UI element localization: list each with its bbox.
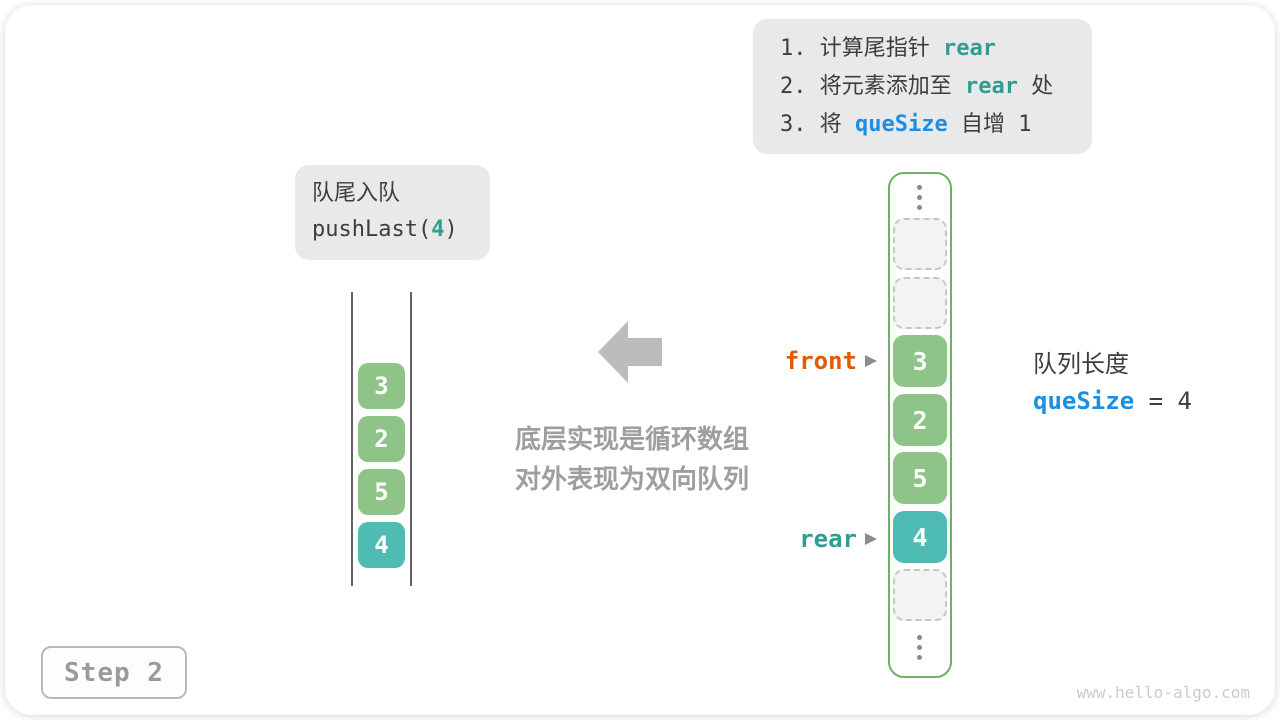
front-arrow-icon — [865, 355, 877, 367]
step-3-suffix: 自增 1 — [947, 112, 1032, 137]
queue-cell-value: 3 — [374, 372, 389, 400]
watermark: www.hello-algo.com — [1076, 683, 1250, 702]
caption-line-2: 对外表现为双向队列 — [514, 465, 749, 495]
step-2-code: rear — [964, 74, 1018, 99]
step-1-text: 1. 计算尾指针 — [780, 36, 943, 61]
step-badge: Step 2 — [41, 646, 187, 699]
queue-cell: 3 — [358, 363, 405, 409]
call-prefix: pushLast( — [312, 217, 432, 242]
array-cell-empty — [893, 218, 947, 270]
figure-card: 1. 计算尾指针 rear 2. 将元素添加至 rear 处 3. 将 queS… — [5, 5, 1275, 715]
rear-arrow-icon — [865, 533, 877, 545]
queue-cell-value: 5 — [374, 478, 389, 506]
array-cell: 5 — [893, 452, 947, 504]
array-cell-value: 2 — [912, 405, 928, 435]
operation-call: pushLast(4) — [312, 212, 490, 248]
queue-length: 队列长度 queSize = 4 — [1033, 346, 1192, 420]
steps-box: 1. 计算尾指针 rear 2. 将元素添加至 rear 处 3. 将 queS… — [753, 19, 1092, 154]
step-2-text: 2. 将元素添加至 — [780, 74, 965, 99]
call-argument: 4 — [431, 217, 445, 242]
operation-box: 队尾入队 pushLast(4) — [295, 165, 490, 260]
ellipsis-bottom-icon — [917, 635, 922, 660]
operation-title: 队尾入队 — [312, 181, 401, 206]
arrow-left-icon — [598, 321, 662, 383]
array-cell: 3 — [893, 335, 947, 387]
queue-length-value: queSize = 4 — [1033, 383, 1192, 420]
quesize-equals: = 4 — [1134, 387, 1192, 415]
front-label: front — [784, 347, 857, 375]
quesize-var: queSize — [1033, 387, 1135, 415]
array-cell: 2 — [893, 394, 947, 446]
rear-label: rear — [799, 525, 857, 553]
queue-cell: 5 — [358, 469, 405, 515]
step-line-2: 2. 将元素添加至 rear 处 — [780, 68, 1092, 106]
caption-line-1: 底层实现是循环数组 — [514, 425, 749, 455]
queue-rail-left — [351, 292, 353, 586]
step-line-1: 1. 计算尾指针 rear — [780, 30, 1092, 68]
call-suffix: ) — [444, 217, 458, 242]
step-line-3: 3. 将 queSize 自增 1 — [780, 106, 1092, 144]
front-pointer: front — [767, 347, 877, 375]
array-cell-value: 5 — [912, 463, 928, 493]
array-cell: 4 — [893, 511, 947, 563]
queue-cell-value: 2 — [374, 425, 389, 453]
queue-cell: 4 — [358, 522, 405, 568]
rear-pointer: rear — [767, 525, 877, 553]
queue-rail-right — [410, 292, 412, 586]
queue-cell-value: 4 — [374, 531, 389, 559]
array-cell-empty — [893, 277, 947, 329]
array-cell-empty — [893, 569, 947, 621]
step-3-text: 3. 将 — [780, 112, 855, 137]
queue-cell: 2 — [358, 416, 405, 462]
queue-length-label: 队列长度 — [1033, 350, 1129, 378]
step-1-code: rear — [942, 36, 996, 61]
ellipsis-top-icon — [917, 185, 922, 210]
array-cell-value: 4 — [912, 522, 928, 552]
step-2-suffix: 处 — [1017, 74, 1054, 99]
array-cell-value: 3 — [912, 346, 928, 376]
step-3-code: queSize — [854, 112, 948, 137]
